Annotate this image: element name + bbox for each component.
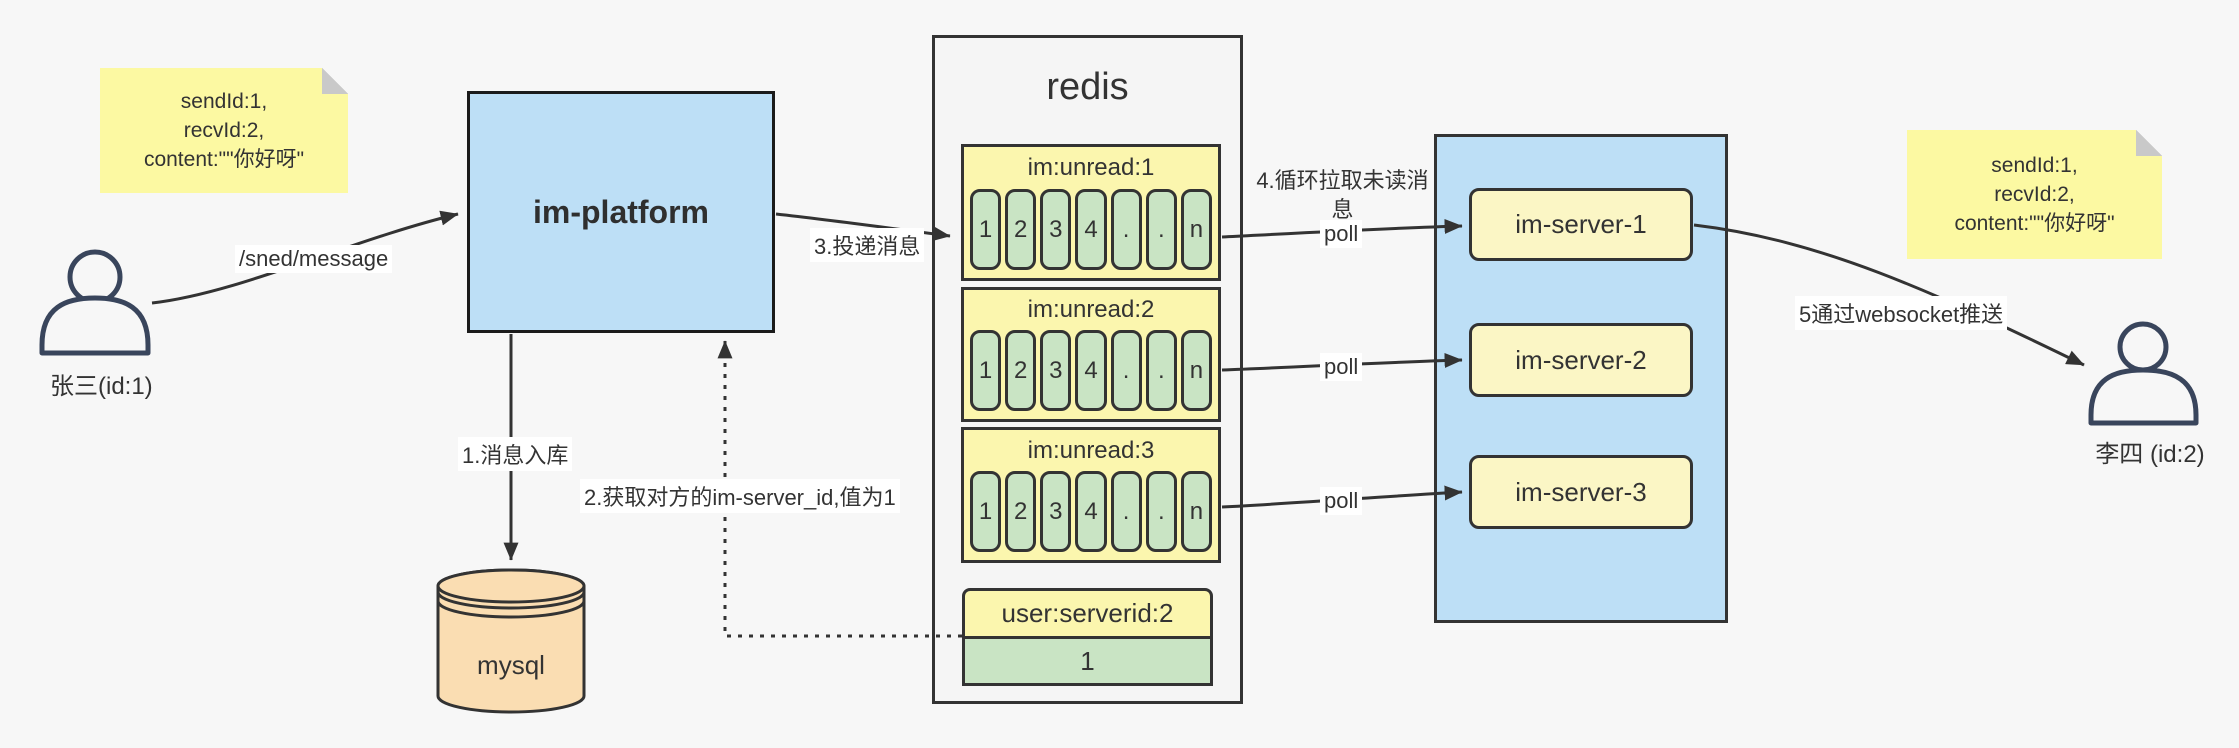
queue-cell: 3: [1040, 330, 1072, 411]
queue-cell: 1: [970, 471, 1002, 552]
queue-cell: 2: [1005, 189, 1037, 270]
note-fold-corner-icon: [322, 68, 348, 94]
queue-cell: n: [1180, 330, 1212, 411]
queue-name: im:unread:3: [1027, 436, 1155, 464]
queue-cell: 3: [1040, 189, 1072, 270]
queue-cell: 3: [1040, 471, 1072, 552]
queue-cell: 4: [1075, 471, 1107, 552]
note-line: recvId:2,: [183, 119, 265, 142]
queue-cell: 2: [1005, 330, 1037, 411]
queue-cell: n: [1180, 189, 1212, 270]
queue-cell: 4: [1075, 189, 1107, 270]
im-server-3-node: im-server-3: [1469, 455, 1693, 529]
queue-name: im:unread:2: [1027, 296, 1155, 323]
note-line: content:""你好呀": [143, 148, 305, 171]
sticky-note-left: sendId:1, recvId:2, content:""你好呀": [100, 68, 348, 193]
im-platform-label: im-platform: [533, 193, 709, 230]
queue-cell: .: [1110, 189, 1142, 270]
redis-queue-3: im:unread:3 1 2 3 4 . . n: [961, 427, 1221, 563]
queue-cell: .: [1110, 471, 1142, 552]
server-label: im-server-3: [1515, 476, 1647, 507]
note-fold-corner-icon: [2136, 130, 2162, 156]
queue-cell: n: [1180, 471, 1212, 552]
edge-label-send: /sned/message: [235, 245, 393, 273]
im-server-2-node: im-server-2: [1469, 323, 1693, 397]
redis-queue-2: im:unread:2 1 2 3 4 . . n: [961, 287, 1221, 422]
note-line: sendId:1,: [1991, 154, 2078, 177]
redis-queue-1: im:unread:1 1 2 3 4 . . n: [961, 144, 1221, 281]
queue-cell: .: [1145, 471, 1177, 552]
queue-cells: 1 2 3 4 . . n: [964, 330, 1218, 419]
edge-label-poll-1: poll: [1320, 220, 1363, 248]
queue-cell: 4: [1075, 330, 1107, 411]
queue-cells: 1 2 3 4 . . n: [964, 471, 1218, 560]
edge-label-poll-3: poll: [1320, 487, 1363, 515]
queue-cell: .: [1110, 330, 1142, 411]
im-platform-node: im-platform: [467, 91, 775, 333]
edge-label-store: 1.消息入库: [458, 437, 573, 471]
edge-label-lookup: 2.获取对方的im-server_id,值为1: [580, 479, 900, 513]
edge-label-poll-note: 4.循环拉取未读消 息: [1256, 168, 1429, 222]
queue-cell: 1: [970, 330, 1002, 411]
sender-label: 张三(id:1): [50, 373, 153, 400]
note-line: recvId:2,: [1994, 183, 2075, 206]
im-server-1-node: im-server-1: [1469, 188, 1693, 261]
queue-cells: 1 2 3 4 . . n: [964, 189, 1218, 278]
edge-label-deliver: 3.投递消息: [810, 228, 925, 262]
queue-cell: .: [1145, 189, 1177, 270]
note-line: sendId:1,: [180, 90, 268, 113]
queue-cell: 1: [970, 189, 1002, 270]
edge-label-poll-2: poll: [1320, 353, 1363, 381]
queue-name: im:unread:1: [1027, 154, 1155, 181]
server-label: im-server-2: [1515, 344, 1647, 375]
queue-cell: .: [1145, 330, 1177, 411]
server-label: im-server-1: [1515, 209, 1647, 239]
redis-title: redis: [1046, 66, 1129, 108]
user-serverid-box: user:serverid:2 1: [962, 588, 1213, 686]
kv-value: 1: [962, 636, 1213, 686]
receiver-label: 李四 (id:2): [2095, 441, 2205, 468]
mysql-label: mysql: [477, 650, 545, 680]
queue-cell: 2: [1005, 471, 1037, 552]
edge-label-push: 5通过websocket推送: [1795, 296, 2008, 330]
